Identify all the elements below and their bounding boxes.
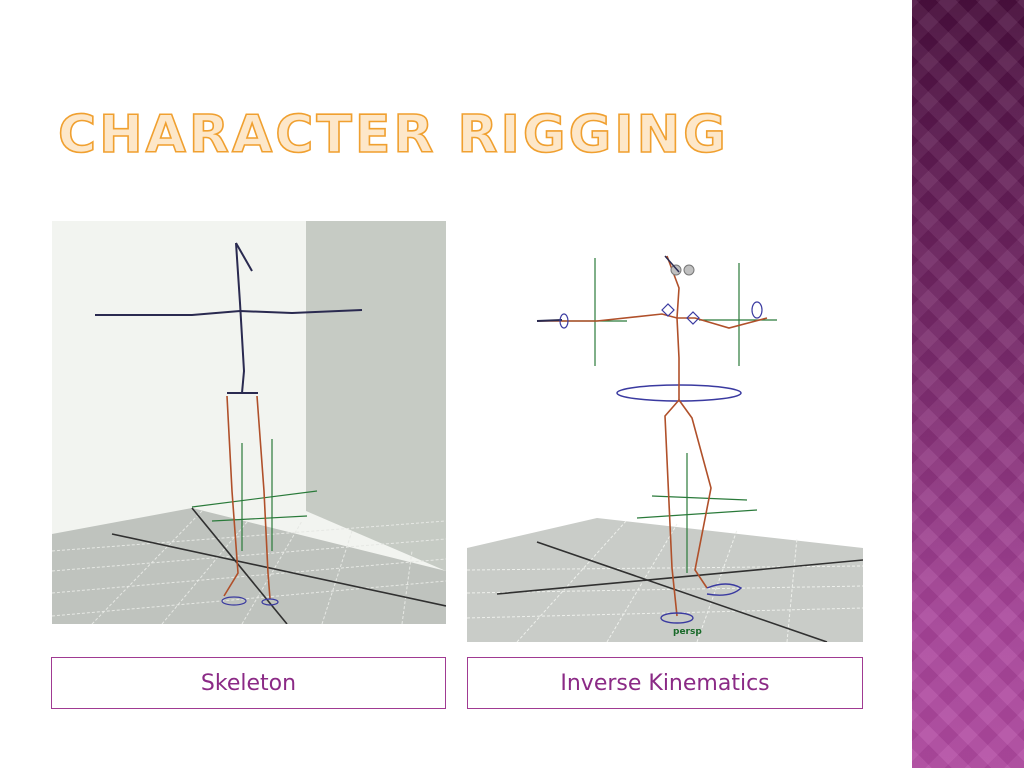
left-hand-bone: [536, 319, 563, 322]
skeleton-legs: [223, 395, 271, 600]
back-wall: [306, 221, 446, 571]
decorative-side-band: [912, 0, 1024, 768]
ik-handle-cross: [191, 439, 318, 551]
ik-skeleton: [537, 255, 768, 617]
inverse-kinematics-viewport: persp: [467, 248, 863, 642]
skeleton-caption-box: Skeleton: [51, 657, 446, 709]
hand-controls: [559, 301, 763, 329]
skeleton-viewport: [52, 221, 446, 624]
slide-title: CHARACTER RIGGING: [57, 104, 729, 166]
skeleton-caption: Skeleton: [200, 670, 297, 696]
inverse-kinematics-caption: Inverse Kinematics: [560, 670, 770, 696]
ik-handles: [562, 258, 777, 573]
slide-title-text: CHARACTER RIGGING: [58, 105, 729, 165]
ground-plane: [52, 508, 446, 624]
ground-grid: [52, 510, 446, 624]
head-controls: [664, 255, 695, 276]
foot-controls: [660, 583, 743, 624]
skeleton-upper: [95, 242, 363, 394]
foot-controls: [221, 596, 279, 606]
inverse-kinematics-caption-box: Inverse Kinematics: [467, 657, 863, 709]
ground-axes: [496, 541, 863, 642]
viewport-camera-label: persp: [673, 627, 702, 637]
